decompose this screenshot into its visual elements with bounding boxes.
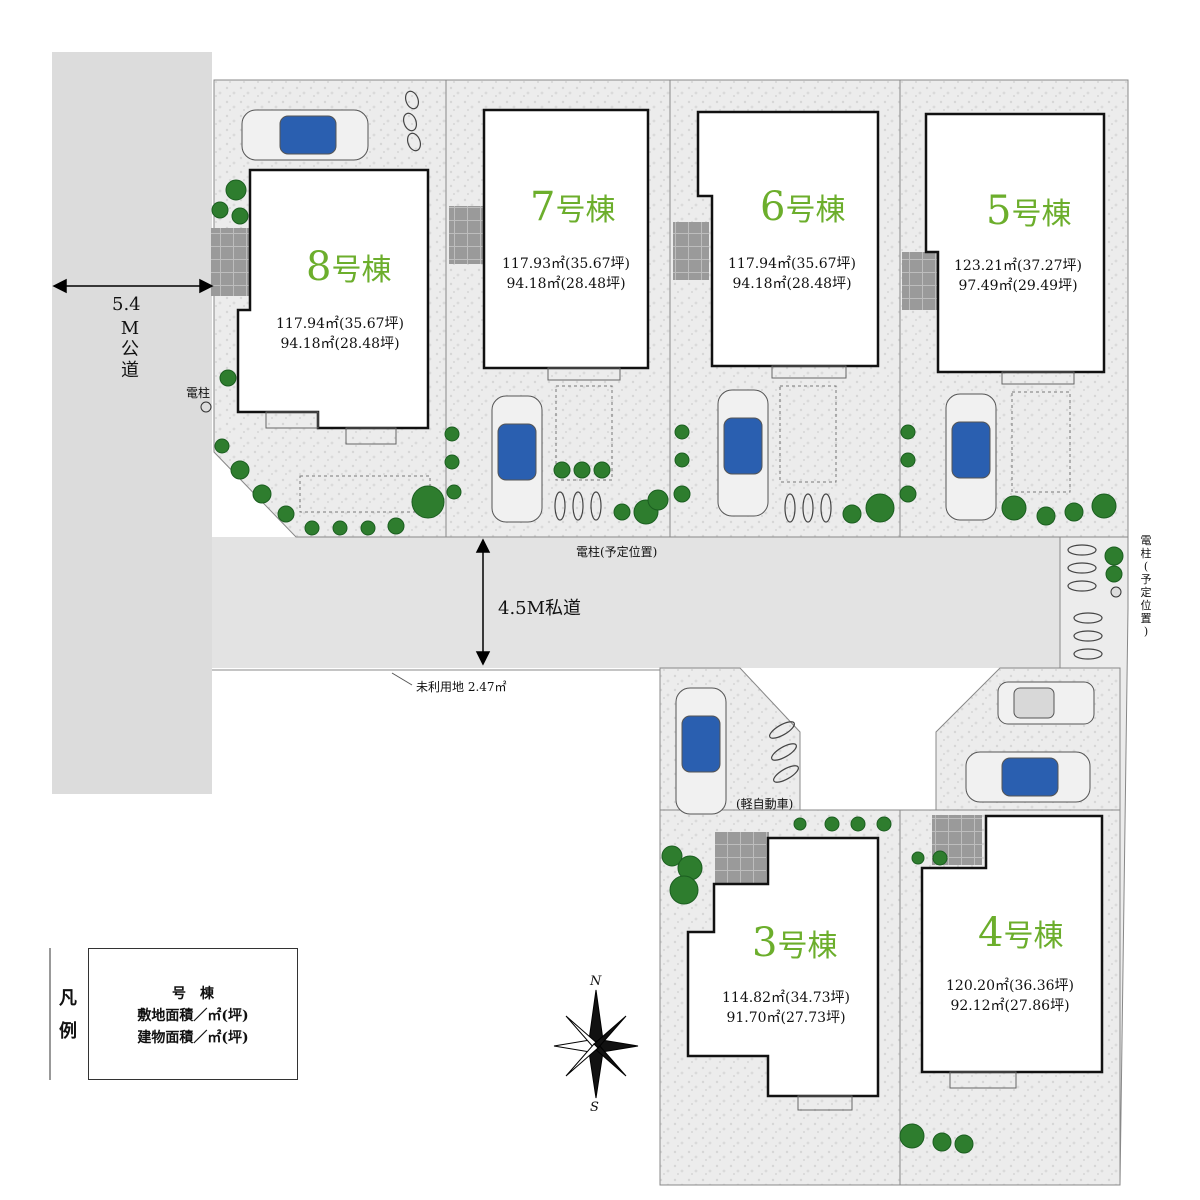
building-5-name: 5号棟 xyxy=(986,188,1072,234)
public-road xyxy=(52,52,212,794)
car-icon-3 xyxy=(675,687,727,815)
building-3-footprint xyxy=(686,836,880,1098)
bicycle-icons xyxy=(402,90,1103,783)
tile-approaches xyxy=(211,206,982,884)
compass-south: S xyxy=(590,1100,599,1115)
car-icon-4 xyxy=(965,751,1091,803)
building-footprints xyxy=(236,108,1106,1098)
building-7-name: 7号棟 xyxy=(530,184,616,230)
building-5-footprint xyxy=(924,112,1106,374)
dimension-lines xyxy=(52,278,491,666)
car-icon-7 xyxy=(491,395,543,523)
legend-line-floor: 建物面積／㎡(坪) xyxy=(137,1030,249,1046)
car-icon-5 xyxy=(945,393,997,521)
building-3-name: 3号棟 xyxy=(752,920,838,966)
private-road-label: 4.5M私道 xyxy=(498,598,582,619)
utility-pole-label: 電柱 xyxy=(186,386,211,400)
utility-pole-icon xyxy=(200,401,212,413)
tree-icons xyxy=(211,179,1124,1154)
building-4-name: 4号棟 xyxy=(978,910,1064,956)
building-4-area: 120.20㎡(36.36坪)92.12㎡(27.86坪) xyxy=(946,978,1074,1014)
building-7-area: 117.93㎡(35.67坪)94.18㎡(28.48坪) xyxy=(502,256,630,292)
building-5-area: 123.21㎡(37.27坪)97.49㎡(29.49坪) xyxy=(954,258,1082,294)
legend-title: 凡例 xyxy=(59,988,77,1042)
building-7-footprint xyxy=(482,108,650,370)
legend-line-name: 号 棟 xyxy=(172,986,214,1002)
public-road-width: 5.4 xyxy=(112,294,141,315)
building-6-area: 117.94㎡(35.67坪)94.18㎡(28.48坪) xyxy=(728,256,856,292)
legend-line-land: 敷地面積／㎡(坪) xyxy=(137,1008,249,1024)
unused-land-label: 未利用地 2.47㎡ xyxy=(416,680,507,694)
pole-planned-vertical-label: 電柱 (予 定位 置) xyxy=(1140,534,1152,638)
building-8-area: 117.94㎡(35.67坪)94.18㎡(28.48坪) xyxy=(276,316,404,352)
legend-box: 号 棟 敷地面積／㎡(坪) 建物面積／㎡(坪) xyxy=(88,948,298,1080)
car-icon-6 xyxy=(717,389,769,517)
car-icon-8 xyxy=(241,109,369,161)
private-road xyxy=(212,537,1060,668)
building-8-name: 8号棟 xyxy=(306,244,392,290)
utility-pole-planned-icon xyxy=(1110,586,1122,598)
building-8-footprint xyxy=(236,168,430,430)
building-6-name: 6号棟 xyxy=(760,184,846,230)
car-icons xyxy=(241,109,1095,815)
compass-icon xyxy=(553,989,639,1099)
building-3-area: 114.82㎡(34.73坪)91.70㎡(27.73坪) xyxy=(722,990,850,1026)
building-4-footprint xyxy=(920,814,1104,1074)
compass-north: N xyxy=(590,974,602,989)
kei-car-label: (軽自動車) xyxy=(736,797,794,811)
pole-planned-label: 電柱(予定位置) xyxy=(576,545,658,559)
unused-land-leader xyxy=(391,672,413,686)
car-icon-kei xyxy=(997,681,1095,725)
building-6-footprint xyxy=(696,110,880,368)
